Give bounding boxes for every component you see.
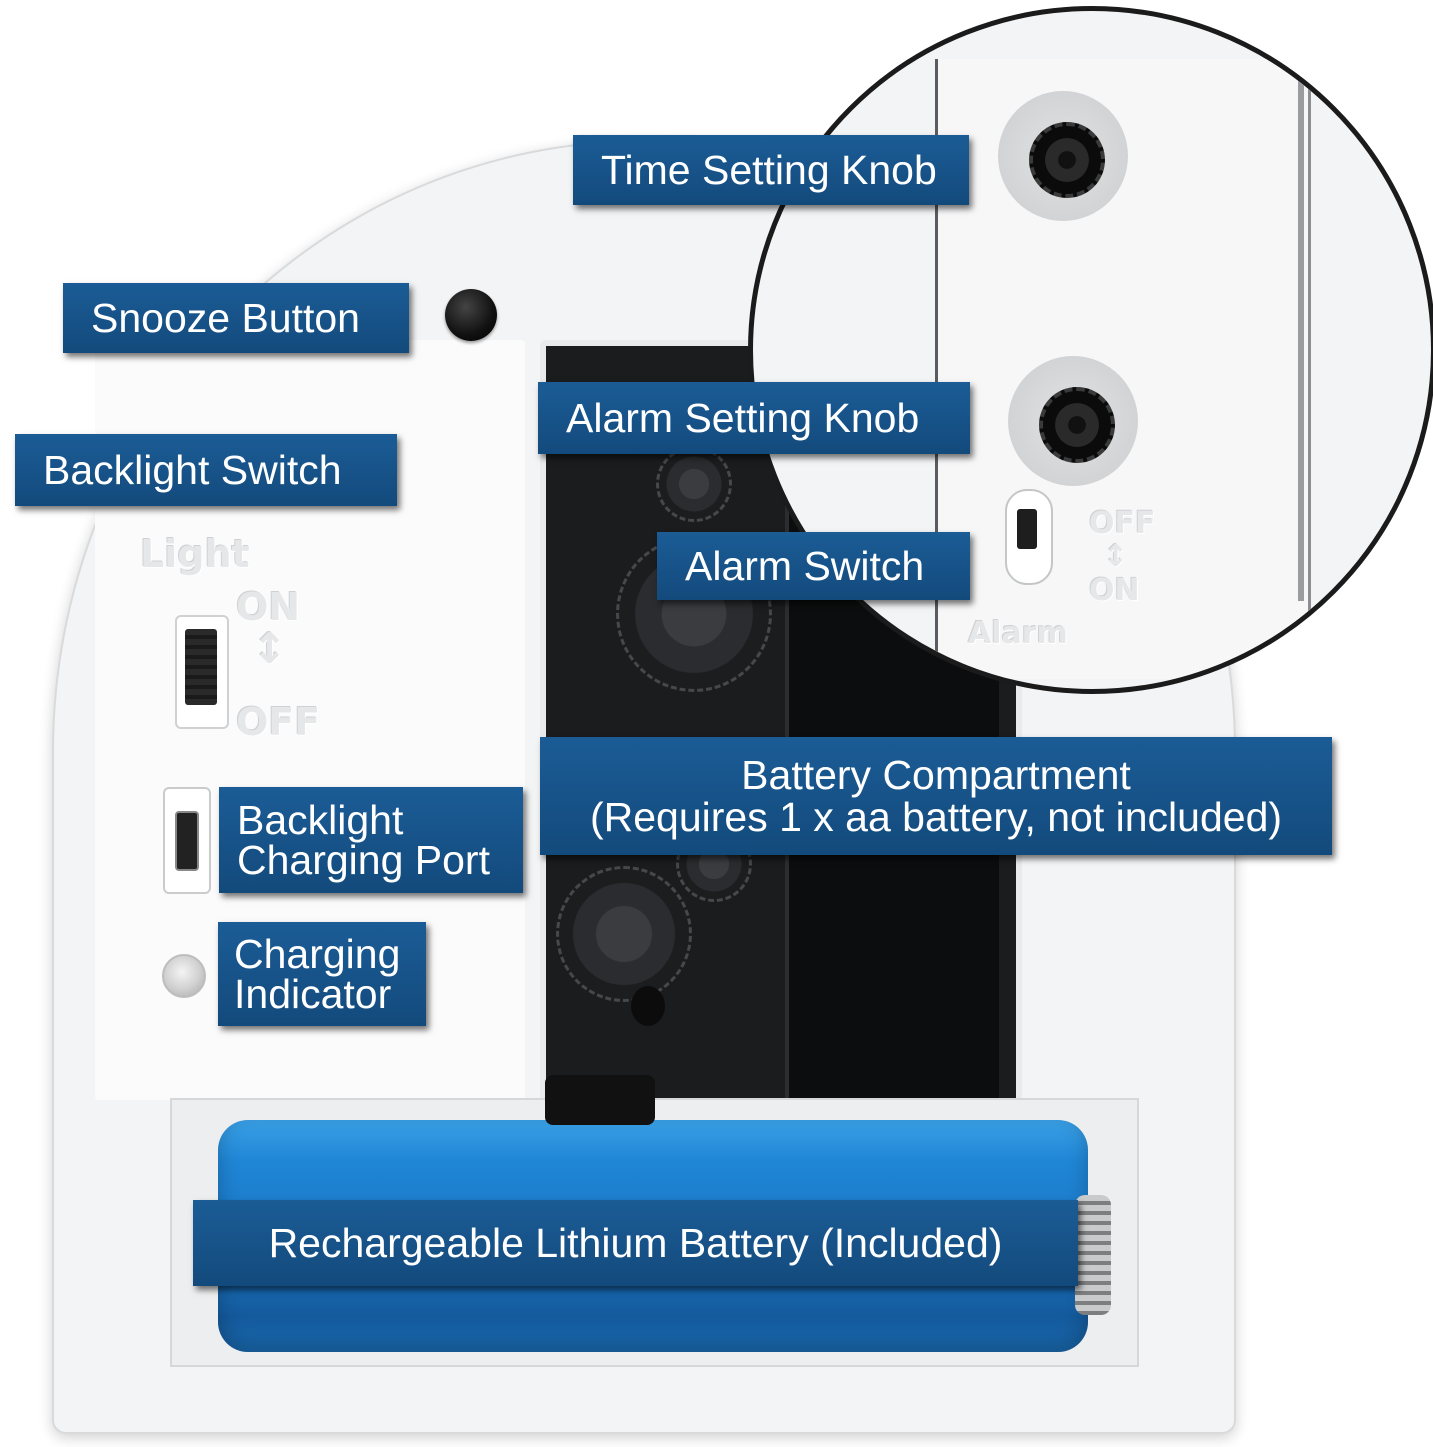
callout-snooze-button: Snooze Button [63, 283, 409, 353]
alarm-off-embossed-label: OFF [1089, 506, 1156, 541]
on-embossed-label: ON [236, 585, 301, 629]
callout-text: Snooze Button [91, 295, 360, 341]
callout-text-line1: Charging [234, 931, 401, 977]
arrow-embossed-icon: ↕ [1103, 539, 1129, 574]
battery-spring [1075, 1195, 1111, 1315]
callout-text-line1: Battery Compartment [741, 752, 1131, 798]
time-setting-knob [998, 91, 1128, 221]
alarm-on-embossed-label: ON [1089, 573, 1140, 608]
callout-rechargeable-battery: Rechargeable Lithium Battery (Included) [193, 1200, 1078, 1286]
callout-text: Time Setting Knob [601, 147, 937, 193]
snooze-button [445, 289, 497, 341]
callout-text-line1: Backlight [237, 797, 404, 843]
callout-text-line2: (Requires 1 x aa battery, not included) [589, 794, 1283, 840]
magnified-edge [1298, 41, 1304, 601]
light-embossed-label: Light [140, 532, 250, 576]
movement-gear [556, 866, 692, 1002]
callout-time-setting-knob: Time Setting Knob [573, 135, 969, 205]
callout-alarm-setting-knob: Alarm Setting Knob [538, 382, 970, 454]
callout-text-line2: Indicator [234, 971, 392, 1017]
callout-text: Alarm Setting Knob [566, 395, 920, 441]
movement-gear [656, 446, 732, 522]
callout-text-line2: Charging Port [237, 837, 490, 883]
callout-backlight-charging-port: Backlight Charging Port [219, 787, 523, 893]
callout-text: Alarm Switch [685, 543, 925, 589]
arrow-embossed-icon: ↕ [252, 624, 288, 673]
magnified-detail-circle: OFF ↕ ON Alarm [748, 6, 1433, 694]
off-embossed-label: OFF [236, 700, 321, 744]
battery-pull-strap [545, 1075, 655, 1125]
callout-backlight-switch: Backlight Switch [15, 434, 397, 506]
backlight-switch [175, 615, 229, 729]
usb-charging-port [163, 787, 211, 894]
callout-text: Backlight Switch [43, 447, 342, 493]
callout-battery-compartment: Battery Compartment (Requires 1 x aa bat… [540, 737, 1332, 855]
callout-charging-indicator: Charging Indicator [218, 922, 426, 1026]
alarm-setting-knob [1008, 356, 1138, 486]
charging-led [162, 954, 206, 998]
alarm-switch [1005, 489, 1053, 585]
movement-knob [631, 986, 665, 1026]
callout-alarm-switch: Alarm Switch [657, 532, 970, 600]
callout-text: Rechargeable Lithium Battery (Included) [268, 1220, 1003, 1266]
alarm-embossed-label: Alarm [968, 616, 1068, 651]
